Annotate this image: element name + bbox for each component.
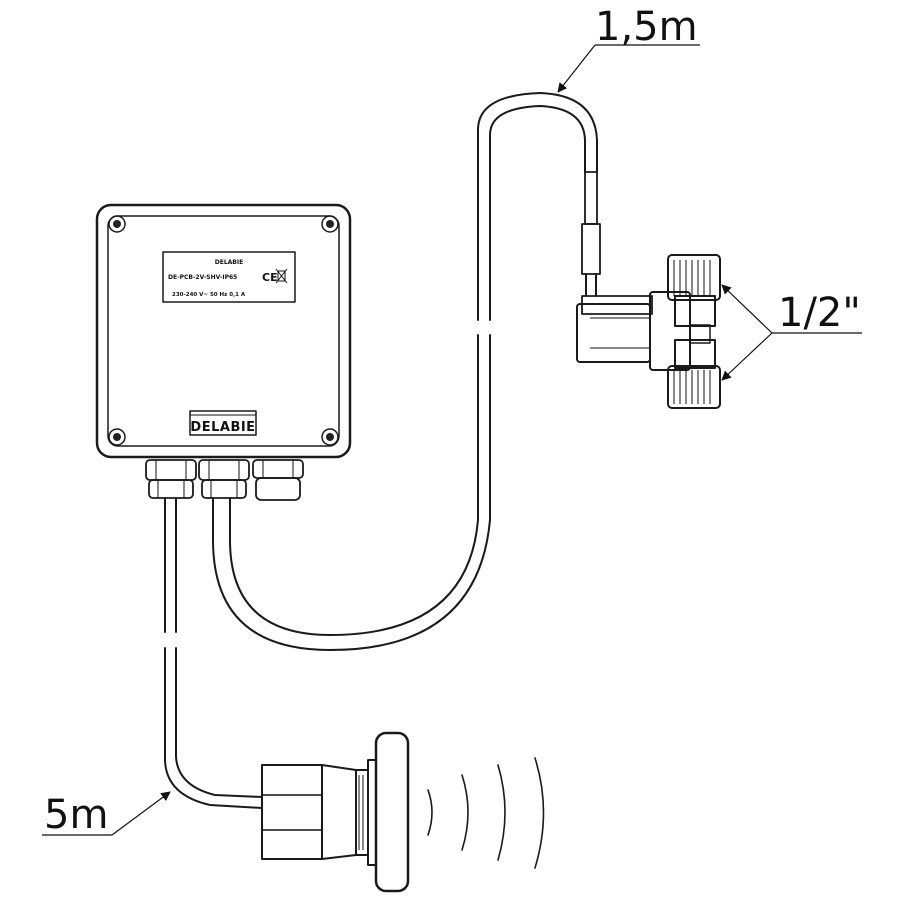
screw-icon <box>108 215 339 446</box>
cable-glands <box>145 459 304 501</box>
callout-sensor-cable: 5m <box>42 791 171 838</box>
detection-waves <box>427 757 545 869</box>
solenoid-valve <box>576 254 721 409</box>
callout-thread-size: 1/2" <box>721 284 862 381</box>
brand-logo-text: DELABIE <box>190 420 255 435</box>
sensor <box>261 731 410 893</box>
rating-plate: DELABIE DE-PCB-2V-SHV-IP65 CE 230-240 V~… <box>162 251 296 303</box>
callout-valve-cable: 1,5m <box>557 4 700 93</box>
control-box-outer <box>95 203 352 459</box>
valve-cable <box>212 92 601 651</box>
valve-cable-length-label: 1,5m <box>595 4 698 50</box>
plate-electric: 230-240 V~ 50 Hz 0,1 A <box>172 292 246 298</box>
control-box-inner <box>107 215 340 447</box>
plate-brand: DELABIE <box>215 259 243 266</box>
cable-gland-left <box>145 459 197 499</box>
upper-thread <box>667 254 721 301</box>
lower-thread <box>667 365 721 409</box>
cable-gland-right <box>252 459 304 501</box>
weee-bin-icon <box>275 268 288 284</box>
sensor-cable-length-label: 5m <box>44 792 108 838</box>
thread-size-label: 1/2" <box>778 290 861 336</box>
control-box: DELABIE DE-PCB-2V-SHV-IP65 CE 230-240 V~… <box>95 203 352 459</box>
plate-spec-line: DE-PCB-2V-SHV-IP65 <box>168 274 237 281</box>
brand-logo: DELABIE <box>189 410 257 436</box>
cable-gland-middle <box>198 459 250 499</box>
sensor-cable <box>164 497 263 809</box>
plate-ce-mark: CE <box>262 271 278 284</box>
